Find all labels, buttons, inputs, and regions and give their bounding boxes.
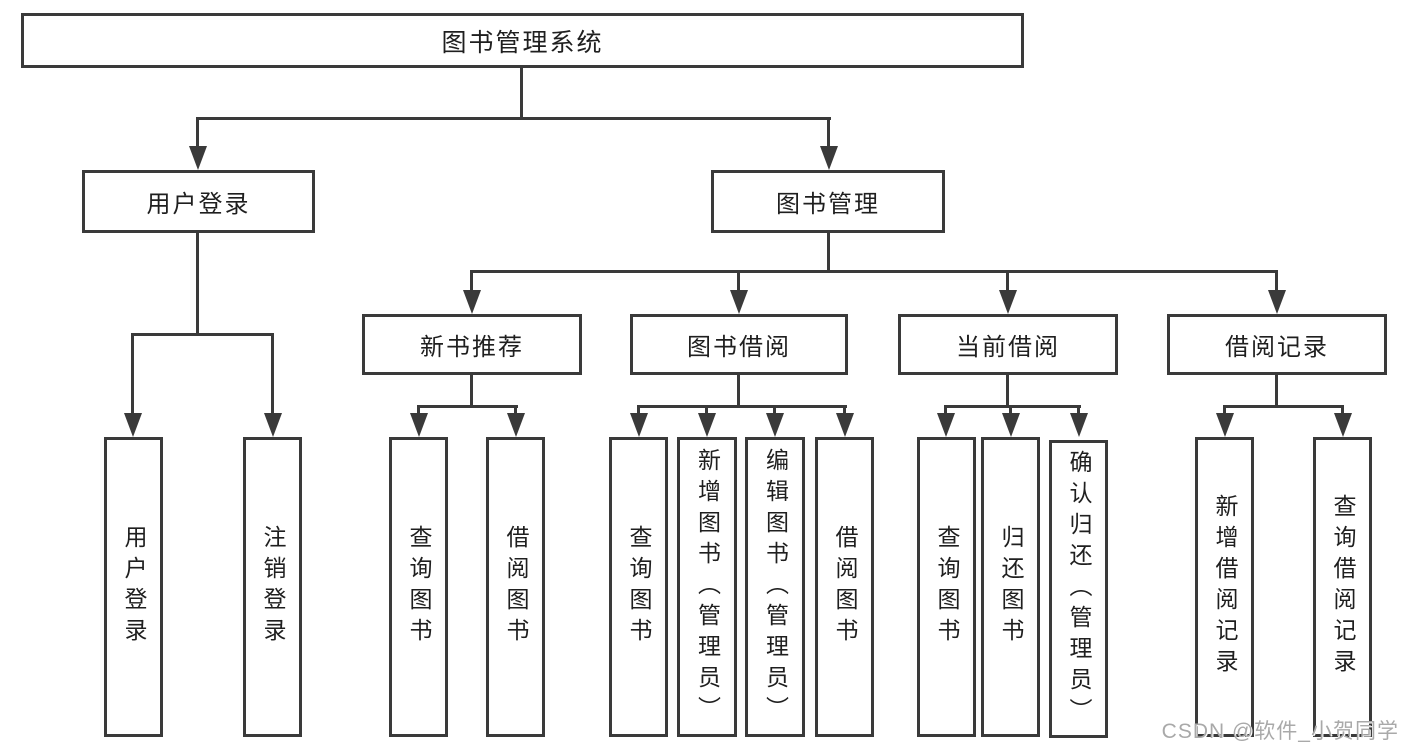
leaf-user-login: 用户登录 — [104, 437, 163, 737]
arrow-down-icon — [820, 146, 838, 170]
connector-borrowing-records-rail — [1223, 405, 1344, 408]
connector-to-book-borrowing — [737, 270, 740, 292]
leaf-add-book-admin: 新增图书（管理员） — [677, 437, 737, 737]
leaf-query-books-current-label: 查询图书 — [934, 525, 960, 649]
arrow-down-icon — [1070, 413, 1088, 437]
arrow-down-icon — [836, 413, 854, 437]
connector-book-management-stem — [827, 233, 830, 272]
arrow-down-icon — [507, 413, 525, 437]
leaf-confirm-return-admin: 确认归还（管理员） — [1049, 440, 1108, 738]
connector-leaf-stub — [1077, 405, 1080, 415]
connector-borrowing-records-stem — [1275, 375, 1278, 407]
leaf-borrow-books-borrowing-label: 借阅图书 — [832, 525, 858, 649]
leaf-borrow-books-recommend-label: 借阅图书 — [503, 525, 529, 649]
node-book-borrowing: 图书借阅 — [630, 314, 848, 375]
leaf-query-books-borrowing: 查询图书 — [609, 437, 668, 737]
connector-leaf-stub — [1341, 405, 1344, 415]
arrow-down-icon — [1334, 413, 1352, 437]
node-current-borrowing-label: 当前借阅 — [956, 334, 1060, 361]
leaf-borrow-books-borrowing: 借阅图书 — [815, 437, 874, 737]
connector-leaf-stub — [417, 405, 420, 415]
node-borrowing-records: 借阅记录 — [1167, 314, 1387, 375]
node-book-management: 图书管理 — [711, 170, 945, 233]
leaf-query-books-recommend-label: 查询图书 — [406, 525, 432, 649]
leaf-query-books-current: 查询图书 — [917, 437, 976, 737]
connector-level3-rail — [470, 270, 1278, 273]
connector-to-leaf-logout — [271, 333, 274, 413]
connector-root-stem — [520, 68, 523, 119]
connector-leaf-stub — [1223, 405, 1226, 415]
leaf-borrow-books-recommend: 借阅图书 — [486, 437, 545, 737]
arrow-down-icon — [630, 413, 648, 437]
leaf-add-borrow-record-label: 新增借阅记录 — [1212, 494, 1238, 680]
connector-leaf-stub — [843, 405, 846, 415]
arrow-down-icon — [264, 413, 282, 437]
node-library-system-label: 图书管理系统 — [441, 28, 604, 57]
connector-to-new-book — [470, 270, 473, 292]
leaf-edit-book-admin: 编辑图书（管理员） — [745, 437, 805, 737]
leaf-logout-label: 注销登录 — [260, 525, 286, 649]
connector-leaf-stub — [773, 405, 776, 415]
csdn-watermark: CSDN @软件_小贺同学 — [1161, 720, 1399, 743]
leaf-query-borrow-record: 查询借阅记录 — [1313, 437, 1372, 737]
arrow-down-icon — [410, 413, 428, 437]
connector-leaf-stub — [637, 405, 640, 415]
node-new-book-recommendation-label: 新书推荐 — [420, 334, 524, 361]
leaf-user-login-label: 用户登录 — [121, 525, 147, 649]
connector-new-book-rail — [417, 405, 518, 408]
node-new-book-recommendation: 新书推荐 — [362, 314, 582, 375]
connector-leaf-stub — [514, 405, 517, 415]
arrow-down-icon — [1268, 290, 1286, 314]
connector-level2-rail — [196, 117, 831, 120]
connector-leaf-stub — [1009, 405, 1012, 415]
connector-to-user-login — [196, 117, 199, 148]
leaf-logout: 注销登录 — [243, 437, 302, 737]
node-library-system: 图书管理系统 — [21, 13, 1024, 68]
node-user-login-label: 用户登录 — [146, 191, 251, 218]
node-borrowing-records-label: 借阅记录 — [1225, 334, 1329, 361]
leaf-query-borrow-record-label: 查询借阅记录 — [1330, 494, 1356, 680]
connector-current-borrowing-rail — [944, 405, 1081, 408]
arrow-down-icon — [1002, 413, 1020, 437]
leaf-confirm-return-admin-label: 确认归还（管理员） — [1066, 449, 1092, 729]
leaf-edit-book-admin-label: 编辑图书（管理员） — [762, 447, 789, 727]
connector-book-borrowing-stem — [737, 375, 740, 407]
arrow-down-icon — [698, 413, 716, 437]
arrow-down-icon — [1216, 413, 1234, 437]
connector-to-current-borrowing — [1006, 270, 1009, 292]
connector-leaf-stub — [944, 405, 947, 415]
node-current-borrowing: 当前借阅 — [898, 314, 1118, 375]
arrow-down-icon — [999, 290, 1017, 314]
leaf-add-book-admin-label: 新增图书（管理员） — [694, 447, 721, 727]
connector-current-borrowing-stem — [1006, 375, 1009, 407]
connector-to-borrowing-records — [1275, 270, 1278, 292]
arrow-down-icon — [463, 290, 481, 314]
leaf-add-borrow-record: 新增借阅记录 — [1195, 437, 1254, 737]
leaf-query-books-borrowing-label: 查询图书 — [626, 525, 652, 649]
arrow-down-icon — [189, 146, 207, 170]
connector-book-borrowing-rail — [637, 405, 847, 408]
connector-user-login-rail — [131, 333, 274, 336]
connector-user-login-stem — [196, 233, 199, 335]
node-book-borrowing-label: 图书借阅 — [687, 334, 791, 361]
arrow-down-icon — [766, 413, 784, 437]
arrow-down-icon — [124, 413, 142, 437]
node-user-login: 用户登录 — [82, 170, 315, 233]
connector-to-leaf-user-login — [131, 333, 134, 413]
node-book-management-label: 图书管理 — [776, 191, 880, 218]
connector-to-book-management — [827, 117, 830, 148]
leaf-query-books-recommend: 查询图书 — [389, 437, 448, 737]
arrow-down-icon — [937, 413, 955, 437]
arrow-down-icon — [730, 290, 748, 314]
connector-new-book-stem — [470, 375, 473, 407]
connector-leaf-stub — [705, 405, 708, 415]
leaf-return-books-label: 归还图书 — [998, 525, 1024, 649]
leaf-return-books: 归还图书 — [981, 437, 1040, 737]
